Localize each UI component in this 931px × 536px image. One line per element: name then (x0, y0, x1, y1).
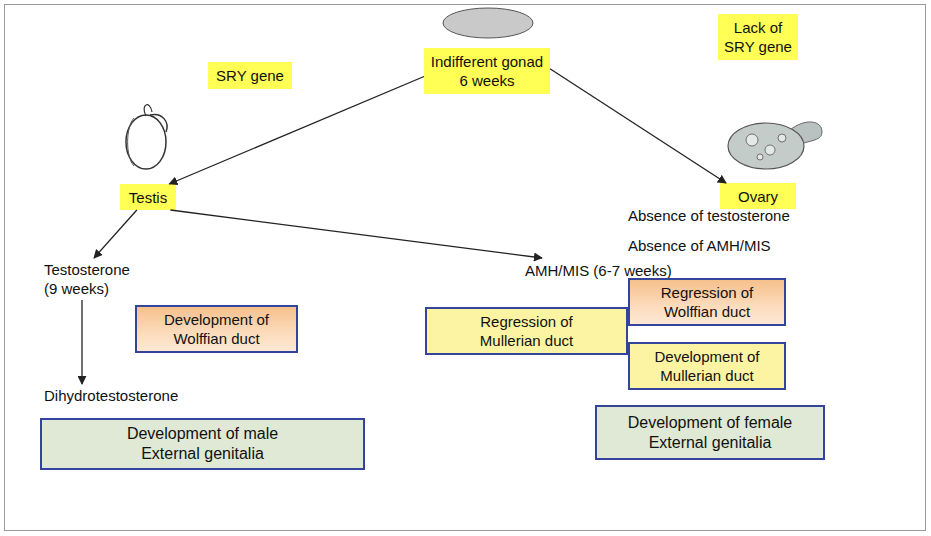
node-text: Development of Mullerian duct (645, 347, 770, 385)
process-box: Development of Mullerian duct (628, 342, 786, 390)
condition-box: Lack of SRY gene (718, 14, 798, 60)
process-box: Regression of Wolffian duct (628, 278, 786, 326)
node-text: Development of Wolffian duct (154, 310, 279, 348)
flow-arrow (550, 69, 726, 183)
node-text: Lack of SRY gene (722, 18, 794, 56)
condition-box: SRY gene (208, 62, 292, 89)
node-text: Testis (129, 188, 167, 207)
node-text: Testosterone (9 weeks) (44, 260, 144, 298)
node-text: Ovary (738, 187, 778, 206)
ovary-illustration (728, 122, 822, 169)
outcome-box: Development of female External genitalia (595, 405, 825, 460)
process-box: Development of Wolffian duct (135, 305, 298, 353)
flow-arrow (81, 300, 82, 384)
organ-box: Ovary (720, 183, 796, 209)
testis-illustration (126, 105, 167, 169)
note-text: Absence of AMH/MIS (628, 236, 771, 255)
node-text: Development of female External genitalia (618, 413, 803, 453)
stage-box: Indifferent gonad 6 weeks (424, 48, 550, 94)
node-text: Regression of Mullerian duct (464, 312, 589, 350)
flow-arrow (94, 210, 137, 258)
hormone-text: Dihydrotestosterone (44, 384, 204, 406)
gonad-illustration (443, 8, 533, 38)
outcome-box: Development of male External genitalia (40, 418, 365, 470)
node-text: Development of male External genitalia (110, 424, 295, 464)
node-text: SRY gene (216, 66, 284, 85)
node-text: Regression of Wolffian duct (645, 283, 770, 321)
hormone-text: Testosterone (9 weeks) (44, 258, 144, 300)
organ-box: Testis (120, 184, 176, 210)
process-box: Regression of Mullerian duct (425, 307, 628, 355)
flow-arrow (170, 210, 542, 258)
flow-arrow (169, 77, 424, 184)
node-text: Dihydrotestosterone (44, 386, 178, 405)
node-text: AMH/MIS (6-7 weeks) (525, 261, 672, 280)
node-text: Indifferent gonad 6 weeks (428, 52, 546, 90)
outer-frame (5, 5, 926, 531)
note-text: Absence of testosterone (628, 206, 790, 225)
